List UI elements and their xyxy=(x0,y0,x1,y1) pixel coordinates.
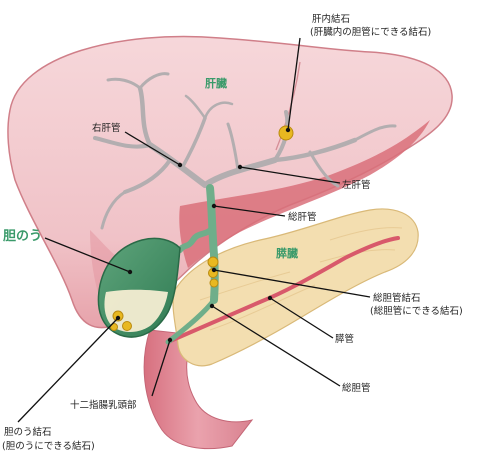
dot-duodenal-papilla xyxy=(168,338,172,342)
label-common-hepatic-duct: 総肝管 xyxy=(288,211,317,223)
dot-gallbladder-stone xyxy=(116,316,120,320)
intrahepatic-stone xyxy=(279,126,293,140)
label-liver: 肝臓 xyxy=(205,76,227,90)
label-right-hepatic-duct: 右肝管 xyxy=(92,122,121,134)
label-gallbladder: 胆のう xyxy=(3,229,42,244)
dot-left-hepatic-duct xyxy=(238,165,242,169)
dot-common-hepatic-duct xyxy=(212,204,216,208)
label-gallbladder-stone: 胆のう結石 xyxy=(4,426,52,438)
dot-right-hepatic-duct xyxy=(178,163,182,167)
label-cbd-stone-note: (総胆管にできる結石) xyxy=(370,305,463,317)
label-pancreatic-duct: 膵管 xyxy=(335,333,354,345)
label-duodenal-papilla: 十二指腸乳頭部 xyxy=(70,399,137,411)
dot-intrahepatic-stone xyxy=(286,128,290,132)
label-intrahepatic-stone-note: (肝臓内の胆管にできる結石) xyxy=(310,26,431,38)
dot-gallbladder xyxy=(128,270,132,274)
label-left-hepatic-duct: 左肝管 xyxy=(342,179,371,191)
dot-pancreatic-duct xyxy=(268,296,272,300)
label-pancreas: 膵臓 xyxy=(276,246,298,260)
dot-common-bile-duct xyxy=(210,304,214,308)
label-cbd-stone: 総胆管結石 xyxy=(373,292,421,304)
label-gallbladder-stone-note: (胆のうにできる結石) xyxy=(2,440,95,452)
label-common-bile-duct: 総胆管 xyxy=(342,382,371,394)
label-intrahepatic-stone: 肝内結石 xyxy=(312,13,350,25)
dot-cbd-stone xyxy=(212,268,216,272)
